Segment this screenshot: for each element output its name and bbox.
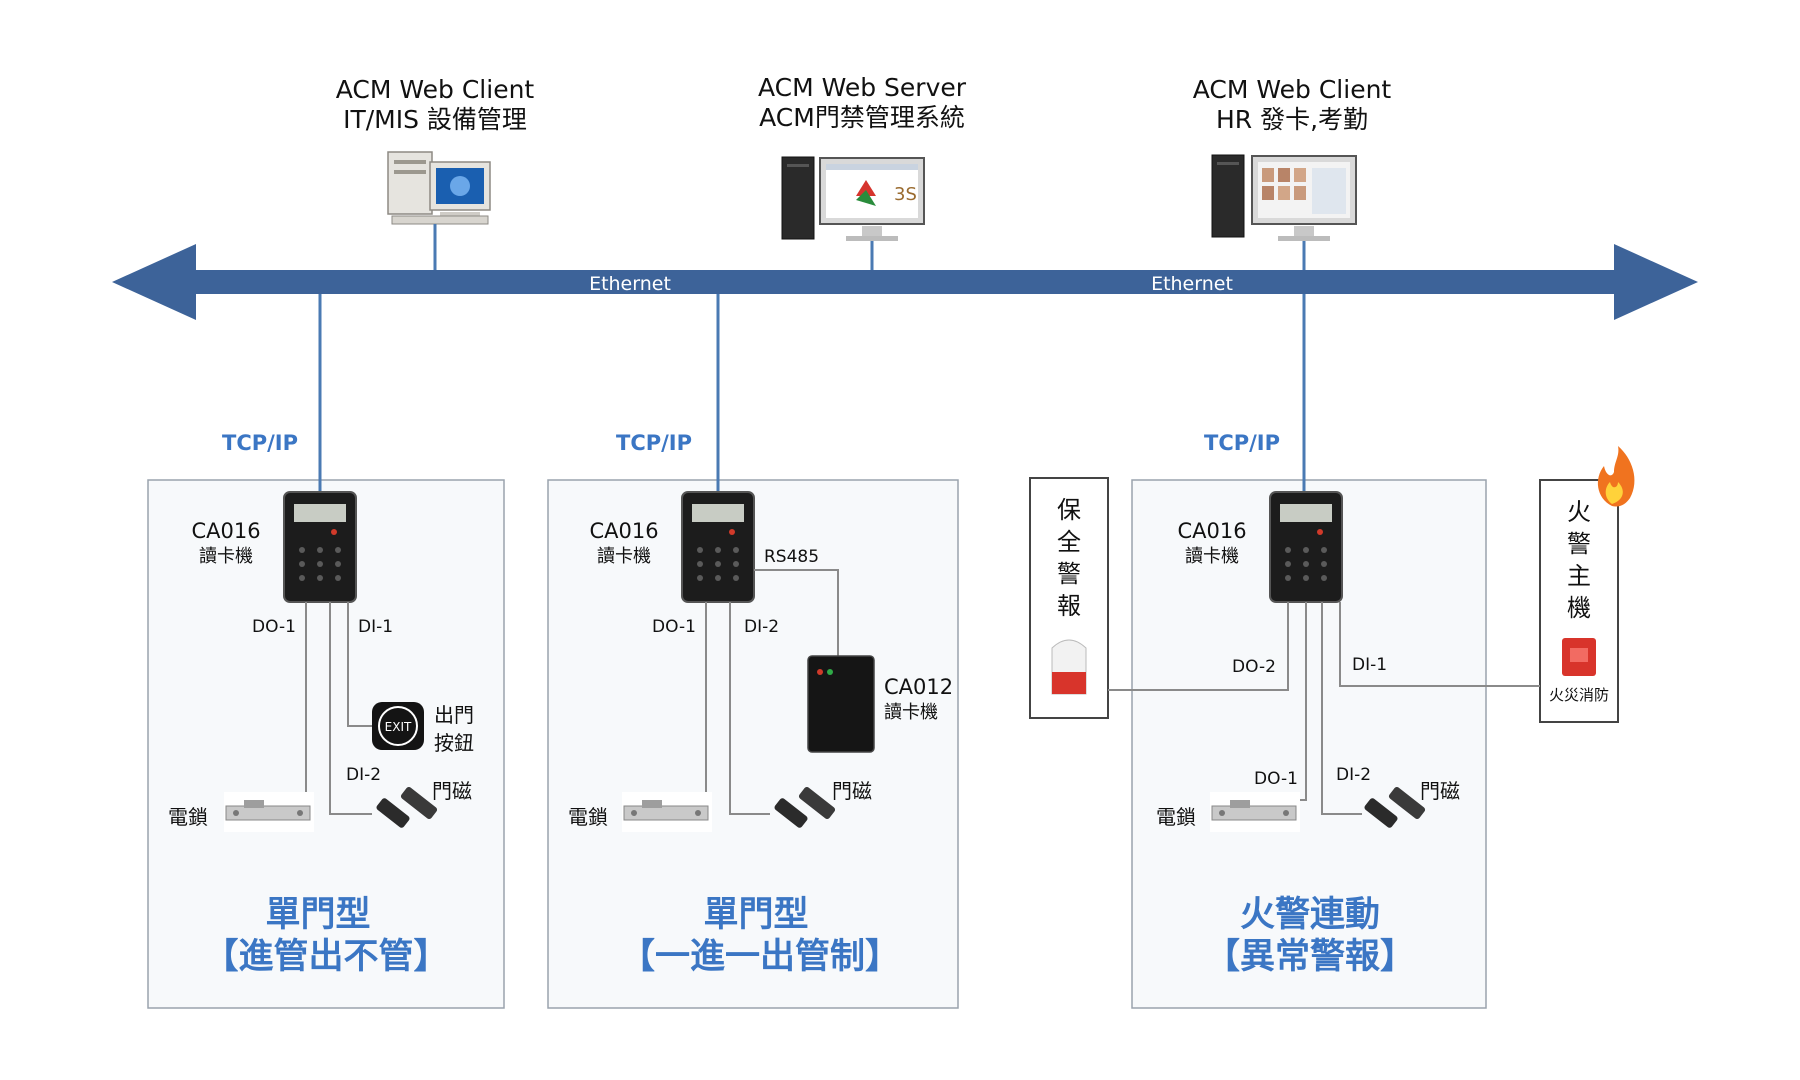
- panel-3-tcp-label: TCP/IP: [1204, 431, 1280, 455]
- panel-3-reader-sub: 讀卡機: [1185, 546, 1239, 567]
- panel-1-door-magnet-icon: [376, 786, 438, 828]
- fire-host-char-3: 主: [1567, 562, 1591, 590]
- fire-device-label: 火災消防: [1549, 686, 1609, 704]
- client1-title: ACM Web Client: [336, 75, 535, 104]
- fire-host-char-2: 警: [1567, 530, 1591, 558]
- panel-2-tcp-label: TCP/IP: [616, 431, 692, 455]
- panel-2-secondary-reader-icon: [807, 655, 875, 753]
- client2-title: ACM Web Client: [1193, 75, 1392, 104]
- panel-2-lock-label: 電鎖: [568, 805, 608, 829]
- fire-host-char-1: 火: [1567, 498, 1591, 526]
- exit-button-icon: EXIT: [372, 702, 424, 750]
- fire-host-box: [1539, 479, 1619, 723]
- panel-3-di2-label: DI-2: [1336, 765, 1371, 785]
- panel-3-title-line2: 【異常警報】: [1205, 937, 1415, 977]
- panel-3-lock-label: 電鎖: [1156, 805, 1196, 829]
- panel-2-reader-model: CA016: [589, 519, 658, 543]
- desktop-computer-icon: [387, 151, 491, 225]
- panel-2-electric-lock-icon: [622, 792, 712, 832]
- panel-3-do2-label: DO-2: [1232, 657, 1276, 677]
- panel-3-reader-model: CA016: [1177, 519, 1246, 543]
- panel-1-electric-lock-icon: [224, 792, 314, 832]
- panel-3-card-reader-icon: [1269, 491, 1343, 603]
- panel-1-di2-wire: [329, 602, 372, 815]
- security-alarm-char-1: 保: [1057, 496, 1081, 524]
- panel-1-di1-wire: [347, 602, 376, 727]
- panel-3-di1-label: DI-1: [1352, 655, 1387, 675]
- ethernet-backbone-arrow: [112, 244, 1698, 320]
- panel-1-reader-sub: 讀卡機: [199, 546, 253, 567]
- panel-2-door-magnet-icon: [774, 786, 836, 828]
- panel-1-do1-label: DO-1: [252, 617, 296, 637]
- panel-1-di1-label: DI-1: [358, 617, 393, 637]
- panel-3-magnet-label: 門磁: [1420, 779, 1460, 803]
- panel-3-di1-wire: [1339, 602, 1540, 687]
- panel-3-electric-lock-icon: [1210, 792, 1300, 832]
- panel-1-title-line2: 【進管出不管】: [203, 937, 448, 977]
- panel-2-do1-label: DO-1: [652, 617, 696, 637]
- panel-3-do1-label: DO-1: [1254, 769, 1298, 789]
- panel-1-magnet-label: 門磁: [432, 779, 472, 803]
- panel-3-title-line1: 火警連動: [1240, 895, 1380, 935]
- server-logo: 3S: [894, 184, 917, 205]
- panel-2-rs485-label: RS485: [764, 547, 819, 567]
- panel-2-di2-label: DI-2: [744, 617, 779, 637]
- client1-subtitle: IT/MIS 設備管理: [343, 105, 527, 134]
- server-subtitle: ACM門禁管理系統: [759, 103, 965, 132]
- panel-2-reader2-sub: 讀卡機: [884, 702, 938, 723]
- panel-1-tcp-label: TCP/IP: [222, 431, 298, 455]
- fire-host-char-4: 機: [1567, 594, 1591, 622]
- flame-icon: [1597, 446, 1635, 507]
- panel-1-exit-line1: 出門: [434, 703, 474, 727]
- panel-3-do2-wire: [1108, 602, 1289, 691]
- panel-1-lock-label: 電鎖: [168, 805, 208, 829]
- panel-2-title-line2: 【一進一出管制】: [620, 937, 900, 977]
- panel-2-magnet-label: 門磁: [832, 779, 872, 803]
- panel-3-door-magnet-icon: [1364, 786, 1426, 828]
- panel-2-di2-wire: [729, 602, 770, 815]
- panel-3-di2-wire: [1321, 602, 1362, 815]
- security-alarm-char-3: 警: [1057, 560, 1081, 588]
- panel-1-card-reader-icon: [283, 491, 357, 603]
- panel-2-card-reader-icon: [681, 491, 755, 603]
- panel-1-exit-line2: 按鈕: [434, 731, 474, 755]
- panel-2-title-line1: 單門型: [703, 895, 808, 935]
- panel-2-reader-sub: 讀卡機: [597, 546, 651, 567]
- ethernet-label-right: Ethernet: [1151, 273, 1233, 295]
- exit-button-label: EXIT: [385, 720, 412, 734]
- panel-1-title-line1: 單門型: [265, 895, 370, 935]
- client2-subtitle: HR 發卡,考勤: [1216, 105, 1368, 134]
- panel-1-reader-model: CA016: [191, 519, 260, 543]
- security-alarm-char-4: 報: [1057, 592, 1081, 620]
- siren-icon: [1051, 639, 1087, 695]
- panel-1-di2-label: DI-2: [346, 765, 381, 785]
- fire-alarm-device-icon: [1562, 638, 1596, 676]
- panel-2-rs485-wire: [754, 569, 839, 660]
- panel-2-reader2-model: CA012: [884, 675, 953, 699]
- hr-computer-icon: [1211, 154, 1357, 241]
- security-alarm-char-2: 全: [1057, 528, 1081, 556]
- server-computer-icon: 3S: [781, 156, 925, 241]
- ethernet-label-left: Ethernet: [589, 273, 671, 295]
- server-title: ACM Web Server: [758, 73, 967, 102]
